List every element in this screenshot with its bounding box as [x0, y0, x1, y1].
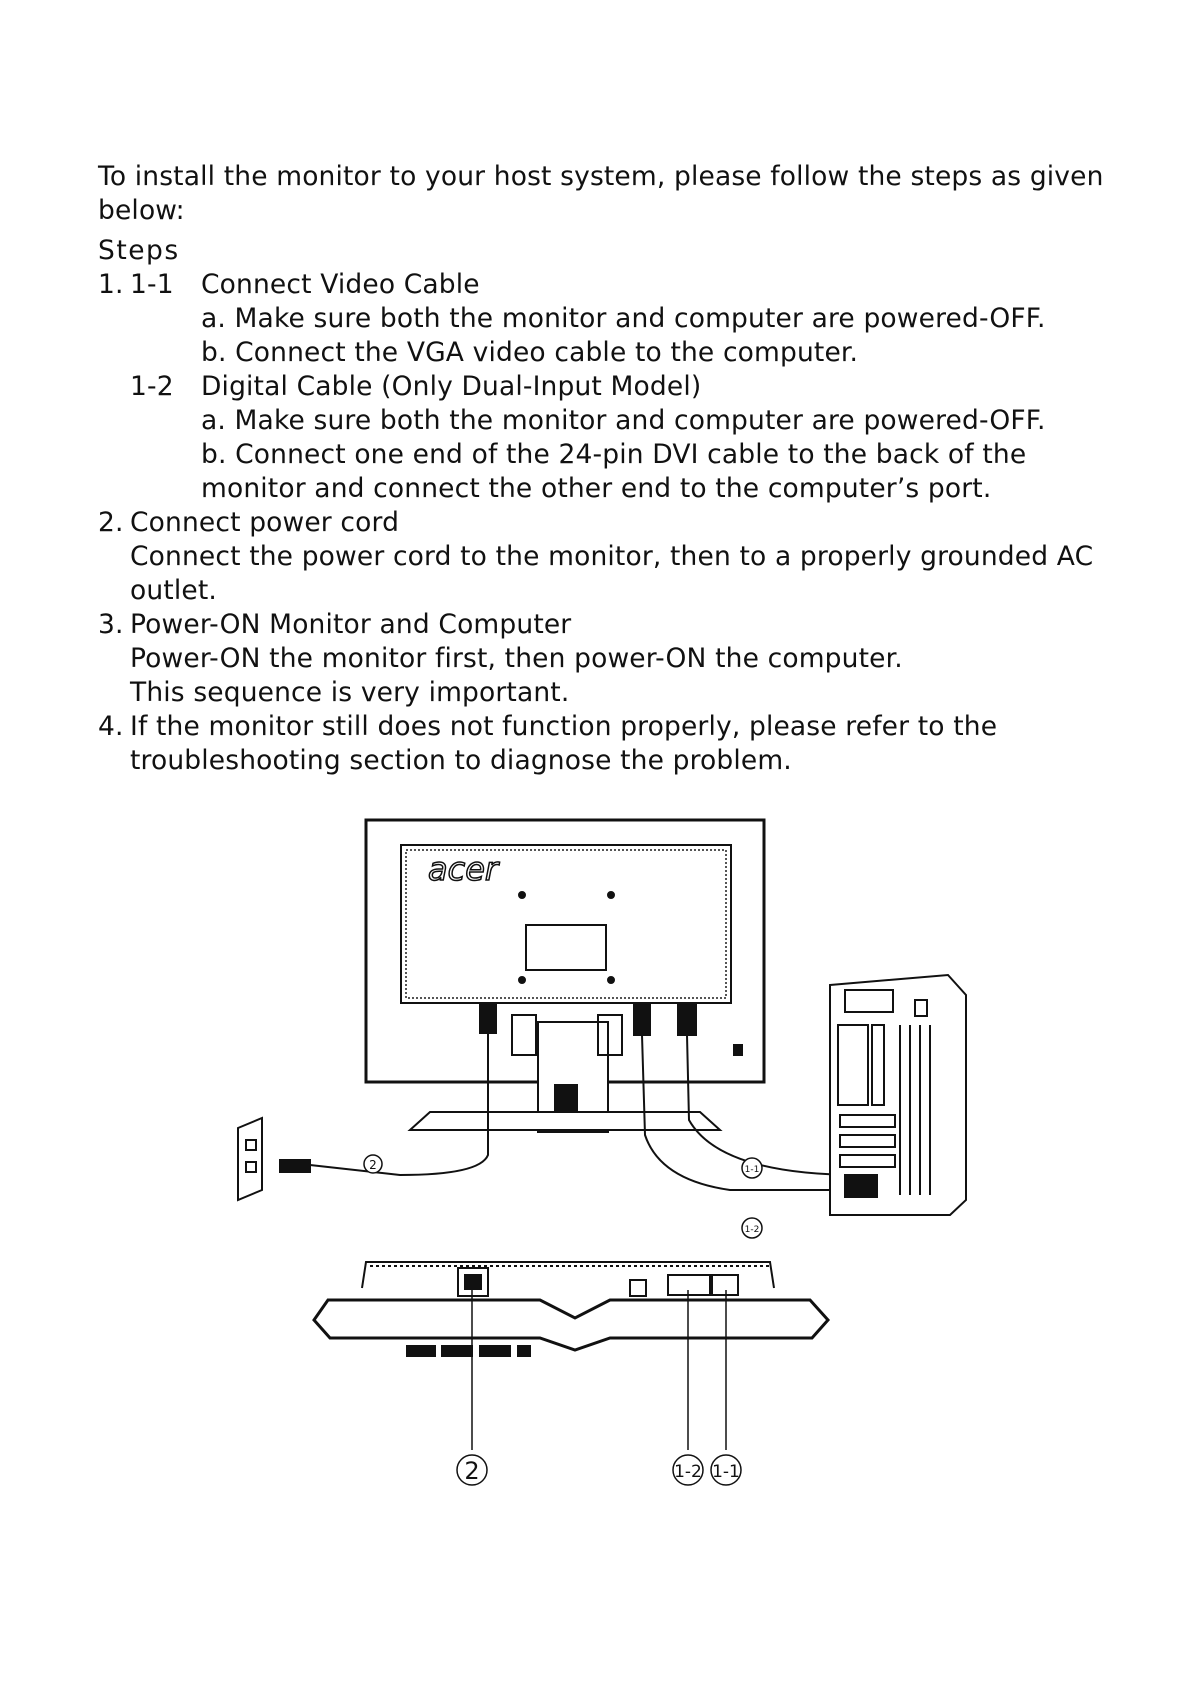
- intro-paragraph: To install the monitor to your host syst…: [98, 161, 1104, 226]
- ac-power-port: [457, 1267, 489, 1297]
- step-3-title: 3.Power-ON Monitor and Computer: [98, 608, 1118, 642]
- dvi-plug-monitor: [633, 1004, 651, 1036]
- substep-1-2-b-line2: monitor and connect the other end to the…: [201, 473, 992, 504]
- dvi-port: [667, 1274, 711, 1296]
- step-2-title-text: Connect power cord: [130, 507, 400, 538]
- substep-1-1-a: a. Make sure both the monitor and comput…: [201, 303, 1046, 334]
- step-1-number: 1.: [98, 269, 124, 300]
- step-4-desc-line2: troubleshooting section to diagnose the …: [130, 745, 792, 776]
- step-1-1-title: 1.1-1 Connect Video Cable: [98, 268, 1118, 302]
- substep-1-2-title: Digital Cable (Only Dual-Input Model): [201, 371, 702, 402]
- callout-power-bottom: 2: [464, 1457, 479, 1485]
- wall-outlet: [237, 1116, 311, 1202]
- pc-tower: [829, 973, 967, 1216]
- callout-dvi-bottom: 1-2: [674, 1462, 702, 1482]
- substep-1-2-b-line1: b. Connect one end of the 24-pin DVI cab…: [201, 439, 1027, 470]
- power-plug-monitor: [479, 1004, 497, 1034]
- substep-1-1-b: b. Connect the VGA video cable to the co…: [201, 337, 859, 368]
- power-cable: [309, 1033, 489, 1177]
- step-3-number: 3.: [98, 609, 124, 640]
- substep-1-1-title: Connect Video Cable: [201, 269, 480, 300]
- step-2-title: 2.Connect power cord: [98, 506, 1118, 540]
- substep-1-1-id: 1-1: [130, 269, 174, 300]
- step-4-desc-line1: If the monitor still does not function p…: [130, 711, 998, 742]
- monitor-stand: [407, 1014, 723, 1133]
- substep-1-2-a: a. Make sure both the monitor and comput…: [201, 405, 1046, 436]
- step-3-desc-line2: This sequence is very important.: [130, 677, 570, 708]
- substep-1-2-id: 1-2: [130, 371, 174, 402]
- dvi-cable: [641, 1034, 860, 1191]
- step-4-number: 4.: [98, 711, 124, 742]
- callout-dvi-top: 1-2: [745, 1225, 760, 1235]
- vga-port: [711, 1274, 739, 1296]
- vga-plug-monitor: [677, 1004, 697, 1036]
- steps-heading: Steps: [98, 235, 180, 266]
- step-2-desc-line2: outlet.: [130, 575, 217, 606]
- vga-cable: [686, 1034, 861, 1176]
- step-3-desc-line1: Power-ON the monitor first, then power-O…: [130, 643, 903, 674]
- instructions-text: To install the monitor to your host syst…: [98, 160, 1118, 778]
- callout-vga-top: 1-1: [745, 1165, 760, 1175]
- monitor-bottom-view: [312, 1261, 831, 1357]
- step-1-2-title: 1-2 Digital Cable (Only Dual-Input Model): [98, 370, 1118, 404]
- step-2-desc-line1: Connect the power cord to the monitor, t…: [130, 541, 1094, 572]
- step-4-line1: 4.If the monitor still does not function…: [98, 710, 1118, 744]
- acer-logo: acer: [428, 850, 500, 888]
- step-3-title-text: Power-ON Monitor and Computer: [130, 609, 572, 640]
- step-2-number: 2.: [98, 507, 124, 538]
- callout-power-top: 2: [369, 1158, 377, 1172]
- callout-vga-bottom: 1-1: [712, 1462, 740, 1482]
